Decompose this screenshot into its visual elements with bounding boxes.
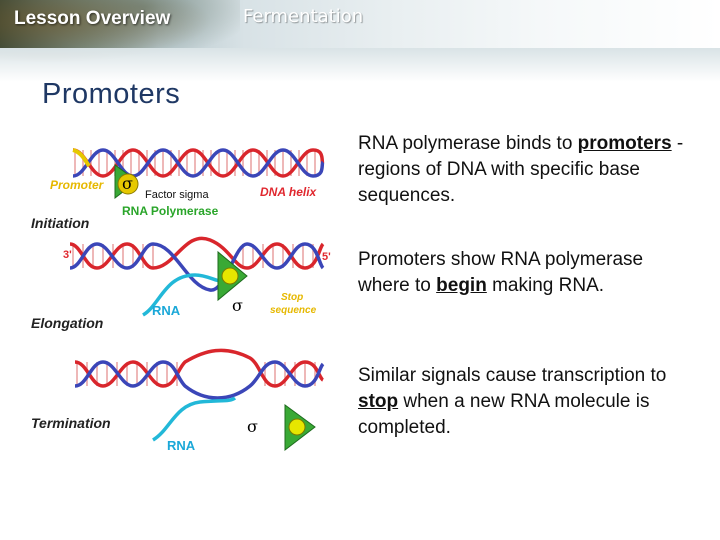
lesson-overview-label: Lesson Overview xyxy=(14,8,171,29)
rna-label-termination: RNA xyxy=(167,438,196,453)
sigma-symbol: σ xyxy=(122,174,133,193)
paragraph-text: when a new RNA molecule is completed. xyxy=(358,391,650,438)
rna-label-elongation: RNA xyxy=(152,303,181,318)
sigma-factor-initiation xyxy=(117,173,139,195)
dna-strand-blue xyxy=(69,242,325,292)
transcription-diagram: σ Promoter Factor sigma DNA helix RNA Po… xyxy=(31,148,331,453)
sigma-free-elongation: σ xyxy=(232,296,243,315)
stage-initiation-label: Initiation xyxy=(31,215,89,231)
sequence-label: sequence xyxy=(270,305,317,316)
dna-strand-blue xyxy=(72,148,325,178)
paragraph-text: making RNA. xyxy=(486,275,605,296)
initiation-panel: σ Promoter Factor sigma DNA helix RNA Po… xyxy=(31,148,325,231)
rna-strand-termination xyxy=(152,396,237,442)
termination-panel: RNA σ Termination xyxy=(31,348,325,453)
paragraph-text: Promoters show RNA polymerase where to xyxy=(358,249,644,296)
elongation-panel: 3' 5' RNA σ Stop sequence Elongation xyxy=(31,236,331,331)
stage-termination-label: Termination xyxy=(31,415,111,431)
keyword-begin: begin xyxy=(436,275,487,296)
dna-helix-label: DNA helix xyxy=(260,185,318,199)
slide-title: Promoters xyxy=(42,78,181,110)
dna-strand-red xyxy=(69,236,325,270)
paragraph-text: Similar signals cause transcription to xyxy=(358,365,667,386)
stage-elongation-label: Elongation xyxy=(31,315,103,331)
paragraph-promoters: RNA polymerase binds to promoters - regi… xyxy=(358,131,698,209)
promoter-label: Promoter xyxy=(50,178,105,192)
dna-helix-initiation xyxy=(72,148,325,178)
five-prime-label: 5' xyxy=(322,251,331,263)
factor-sigma-label: Factor sigma xyxy=(145,189,209,201)
keyword-promoters: promoters xyxy=(577,133,672,154)
paragraph-stop: Similar signals cause transcription to s… xyxy=(358,363,698,441)
dna-strand-blue xyxy=(74,360,325,400)
rna-polymerase-core xyxy=(221,267,239,285)
header-fade xyxy=(0,48,720,82)
sigma-free-termination: σ xyxy=(247,417,258,436)
dna-strand-red xyxy=(74,348,325,388)
paragraph-begin: Promoters show RNA polymerase where to b… xyxy=(358,247,698,299)
rna-polymerase-label: RNA Polymerase xyxy=(122,204,219,218)
topic-label: Fermentation xyxy=(243,6,364,27)
rna-polymerase-core xyxy=(288,418,306,436)
paragraph-text: - regions of DNA with specific base sequ… xyxy=(358,133,684,206)
three-prime-label: 3' xyxy=(63,249,72,261)
keyword-stop: stop xyxy=(358,391,399,412)
paragraph-text: RNA polymerase binds to xyxy=(358,133,578,154)
stop-label: Stop xyxy=(281,292,303,303)
